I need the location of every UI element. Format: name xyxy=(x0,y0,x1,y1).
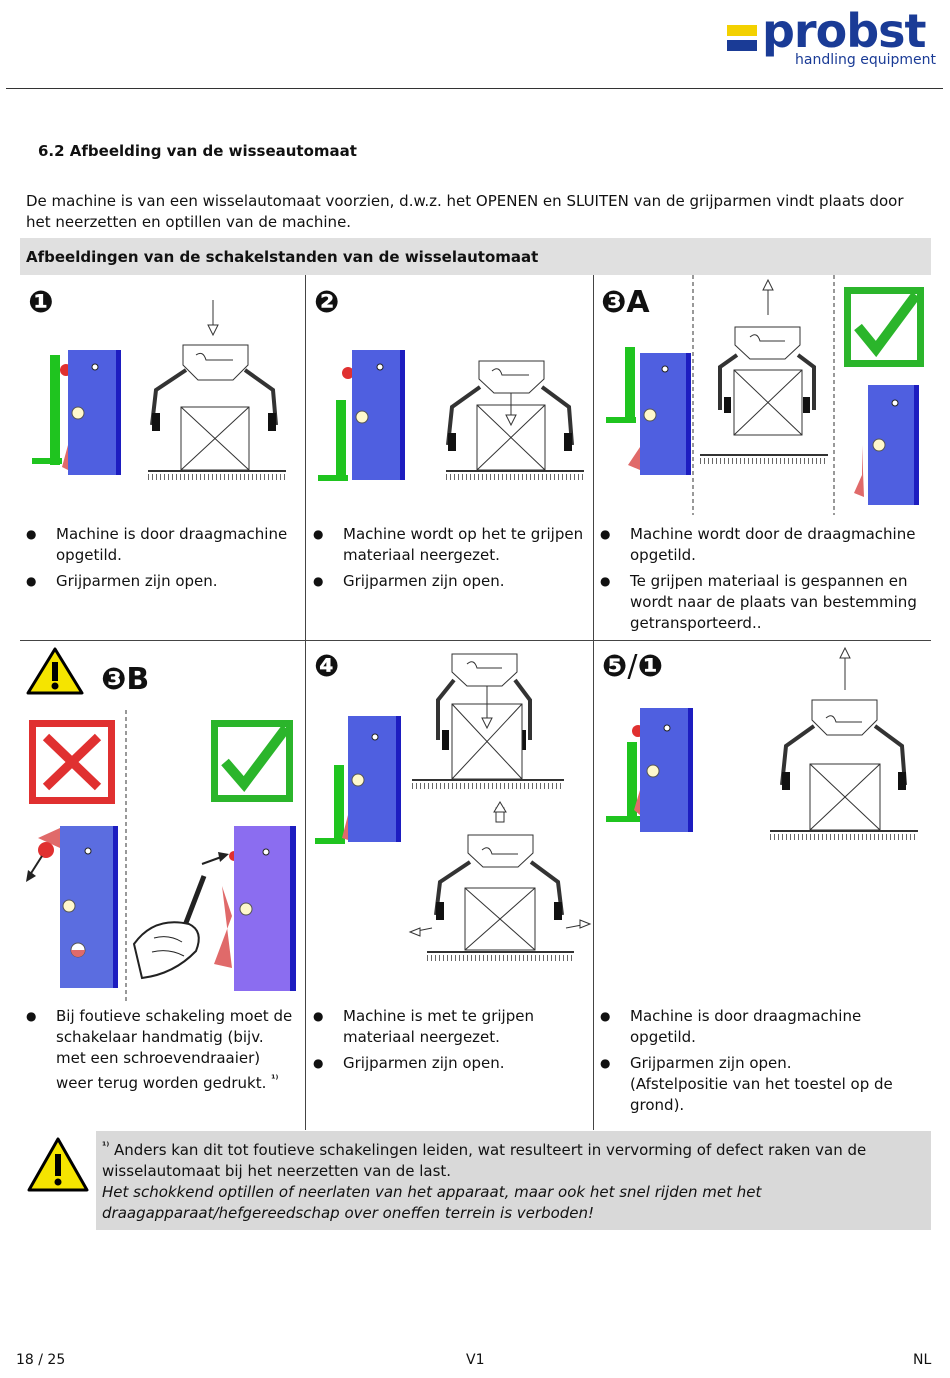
list-item: Grijparmen zijn open. xyxy=(313,571,585,592)
illustration-step-1 xyxy=(32,300,286,480)
page-number: 18 / 25 xyxy=(16,1352,66,1368)
logo-mark-yellow xyxy=(727,25,757,36)
illustration-step-2 xyxy=(318,350,584,481)
note-text: ¹⁾ Anders kan dit tot foutieve schakelin… xyxy=(102,1141,867,1222)
bullet-list-step-3a: Machine wordt door de draagmachine opget… xyxy=(600,524,925,639)
step-number-1: ❶ xyxy=(28,285,54,320)
bullet-list-step-4: Machine is met te grijpen materiaal neer… xyxy=(313,1006,585,1079)
logo-mark-blue xyxy=(727,40,757,51)
step-number-3b: ❸B xyxy=(101,662,150,697)
warning-icon xyxy=(26,647,84,695)
bullet-list-step-2: Machine wordt op het te grijpen materiaa… xyxy=(313,524,585,597)
list-item: Grijparmen zijn open.(Afstelpositie van … xyxy=(600,1053,928,1116)
illustration-step-3a xyxy=(606,275,924,515)
bullet-list-step-3b: Bij foutieve schakeling moet de schakela… xyxy=(26,1006,296,1099)
logo-subtitle: handling equipment xyxy=(795,52,936,68)
list-item: Machine is door draagmachine opgetild. xyxy=(600,1006,928,1048)
intro-text: De machine is van een wisselautomaat voo… xyxy=(26,192,904,231)
logo: probst xyxy=(762,4,927,58)
list-item: Grijparmen zijn open. xyxy=(313,1053,585,1074)
bullet-list-step-5-1: Machine is door draagmachine opgetild. G… xyxy=(600,1006,928,1121)
list-item: Machine wordt op het te grijpen materiaa… xyxy=(313,524,585,566)
list-item: Bij foutieve schakeling moet de schakela… xyxy=(26,1006,296,1094)
note-warning-text: Het schokkend optillen of neerlaten van … xyxy=(102,1183,762,1222)
list-item: Grijparmen zijn open. xyxy=(26,571,296,592)
list-item: Machine is met te grijpen materiaal neer… xyxy=(313,1006,585,1048)
warning-icon xyxy=(27,1137,89,1192)
illustration-step-4 xyxy=(315,653,592,961)
illustration-step-5-1 xyxy=(606,646,918,840)
step-number-5-1: ❺/❶ xyxy=(602,649,663,684)
grid-divider xyxy=(20,640,931,641)
section-heading: 6.2 Afbeelding van de wisseautomaat xyxy=(38,142,357,160)
step-number-3a: ❸A xyxy=(601,285,650,320)
list-item: Machine is door draagmachine opgetild. xyxy=(26,524,296,566)
list-item: Te grijpen materiaal is gespannen en wor… xyxy=(600,571,925,634)
table-header-band xyxy=(20,238,931,275)
version: V1 xyxy=(466,1352,485,1368)
grid-divider xyxy=(593,275,594,1130)
bullet-list-step-1: Machine is door draagmachine opgetild. G… xyxy=(26,524,296,597)
note-box xyxy=(96,1131,931,1230)
language: NL xyxy=(913,1352,932,1368)
illustration-step-3b xyxy=(26,710,296,1001)
header-rule xyxy=(6,88,943,89)
step-number-4: ❹ xyxy=(314,649,340,684)
table-header-title: Afbeeldingen van de schakelstanden van d… xyxy=(26,248,539,266)
grid-divider xyxy=(305,275,306,1130)
list-item: Machine wordt door de draagmachine opget… xyxy=(600,524,925,566)
step-number-2: ❷ xyxy=(314,285,340,320)
